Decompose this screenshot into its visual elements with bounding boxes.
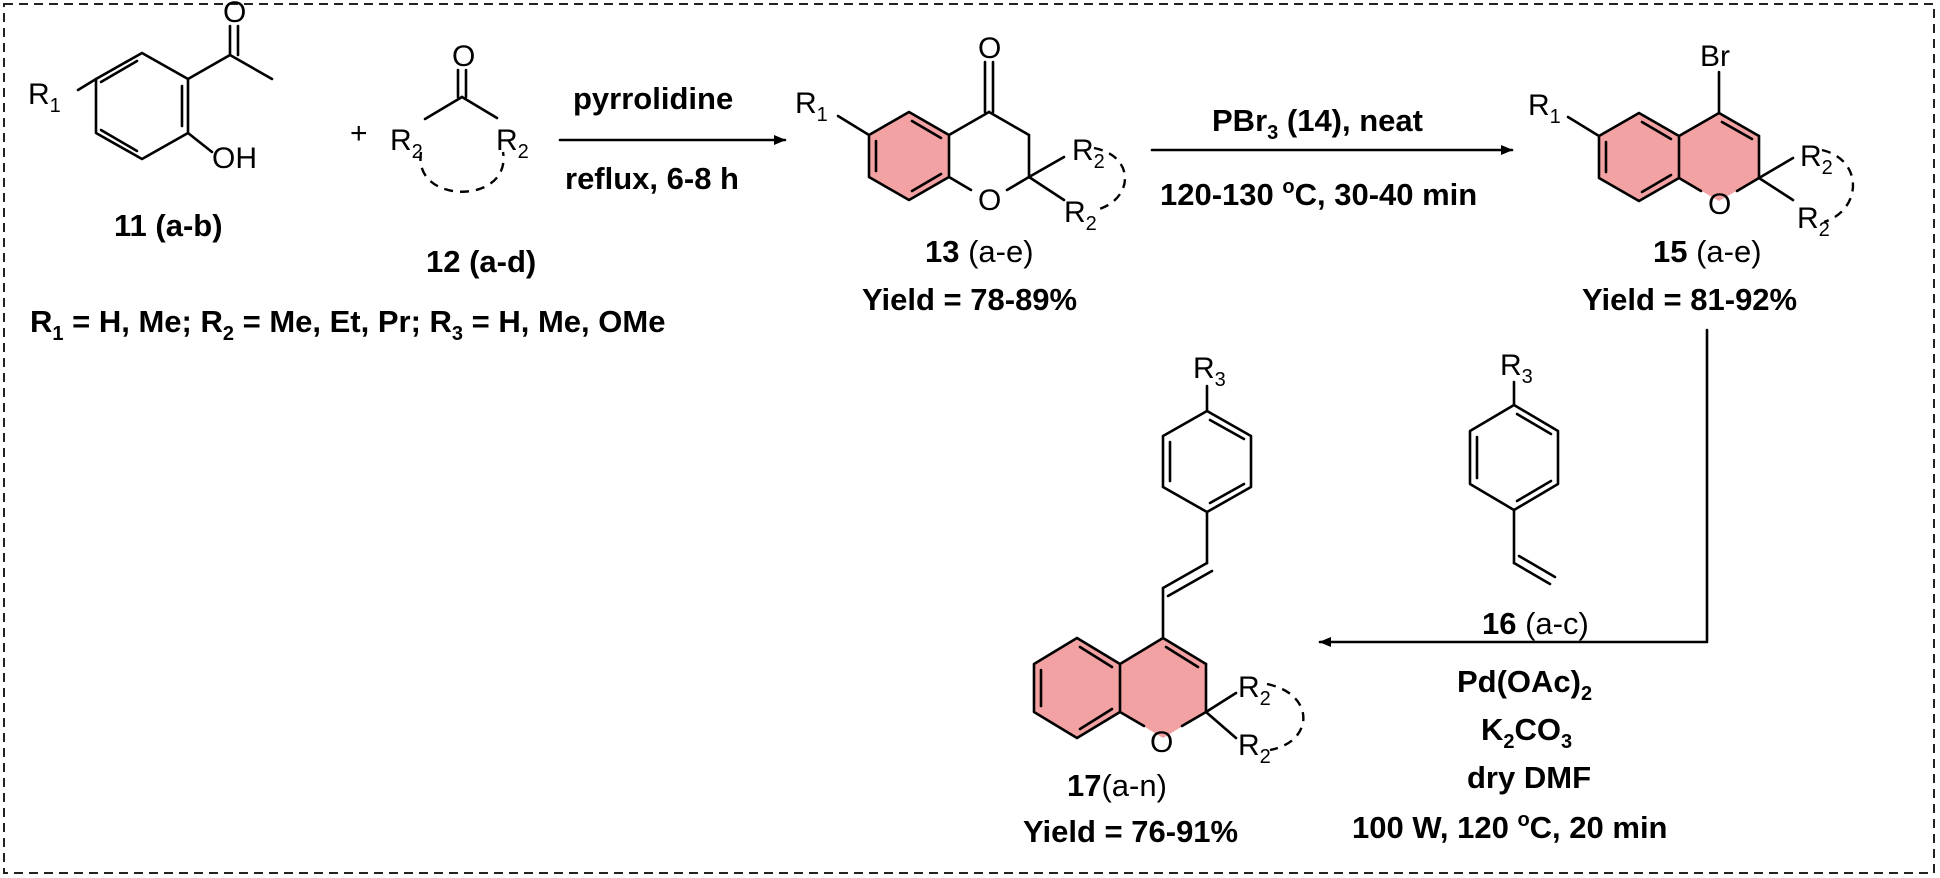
atom-r3-16: R3	[1500, 349, 1533, 388]
ring-closure-dash-17	[1266, 682, 1305, 752]
product-17-structure	[1032, 384, 1253, 740]
compound-13-label: 13 (a-e)	[925, 234, 1034, 269]
atom-r2-right-12: R2	[496, 124, 529, 163]
atom-r3-17: R3	[1193, 352, 1226, 391]
atom-o-ketone-13: O	[978, 32, 1001, 65]
step3-solvent: dry DMF	[1467, 760, 1591, 795]
atom-r2-upper-13: R2	[1072, 134, 1105, 173]
substituent-definitions: R1 = H, Me; R2 = Me, Et, Pr; R3 = H, Me,…	[30, 304, 665, 345]
product-17-yield: Yield = 76-91%	[1023, 814, 1238, 849]
atom-r2-lower-17: R2	[1238, 729, 1271, 768]
step3-conditions: 100 W, 120 oC, 20 min	[1352, 809, 1668, 845]
step3-base: K2CO3	[1481, 712, 1572, 753]
step2-reagent: PBr3 (14), neat	[1212, 103, 1423, 144]
plus-sign: +	[350, 117, 368, 150]
compound-15-label: 15 (a-e)	[1653, 234, 1762, 269]
product-17-label: 17(a-n)	[1067, 768, 1167, 803]
compound-11-structure	[76, 24, 274, 161]
atom-o-ring-13: O	[978, 184, 1001, 217]
compound-12-label: 12 (a-d)	[426, 244, 536, 279]
step2-conditions: 120-130 oC, 30-40 min	[1160, 176, 1477, 212]
reagent-16-structure	[1468, 380, 1560, 586]
step1-reagent: pyrrolidine	[573, 81, 733, 116]
atom-r2-upper-17: R2	[1238, 671, 1271, 710]
atom-o-ketone-11: O	[223, 0, 246, 29]
atom-br-15: Br	[1700, 40, 1730, 73]
reagent-16-label: 16 (a-c)	[1482, 606, 1589, 641]
atom-oh-11: OH	[212, 142, 257, 175]
step3-catalyst: Pd(OAc)2	[1457, 664, 1592, 705]
atom-r2-lower-13: R2	[1064, 196, 1097, 235]
atom-o-ring-17: O	[1150, 726, 1173, 759]
atom-r1-15: R1	[1528, 89, 1561, 128]
ring-closure-dash-15	[1821, 148, 1855, 224]
atom-r1-13: R1	[795, 87, 828, 126]
atom-r2-left-12: R2	[390, 124, 423, 163]
atom-o-12: O	[452, 40, 475, 73]
step3-arrow	[1318, 328, 1709, 647]
ring-closure-dash-12	[419, 151, 505, 193]
compound-11-label: 11 (a-b)	[114, 208, 223, 243]
scheme-frame	[3, 3, 1935, 874]
compound-15-yield: Yield = 81-92%	[1582, 282, 1797, 317]
atom-r2-upper-15: R2	[1800, 140, 1833, 179]
ring-closure-dash-13	[1093, 146, 1127, 212]
atom-r1-11: R1	[28, 78, 61, 117]
compound-15-structure	[1566, 70, 1795, 203]
atom-o-ring-15: O	[1708, 188, 1731, 221]
atom-r2-lower-15: R2	[1797, 202, 1830, 241]
compound-12-structure	[423, 68, 499, 121]
compound-13-structure	[836, 60, 1066, 202]
step1-conditions: reflux, 6-8 h	[565, 161, 739, 196]
compound-13-yield: Yield = 78-89%	[862, 282, 1077, 317]
